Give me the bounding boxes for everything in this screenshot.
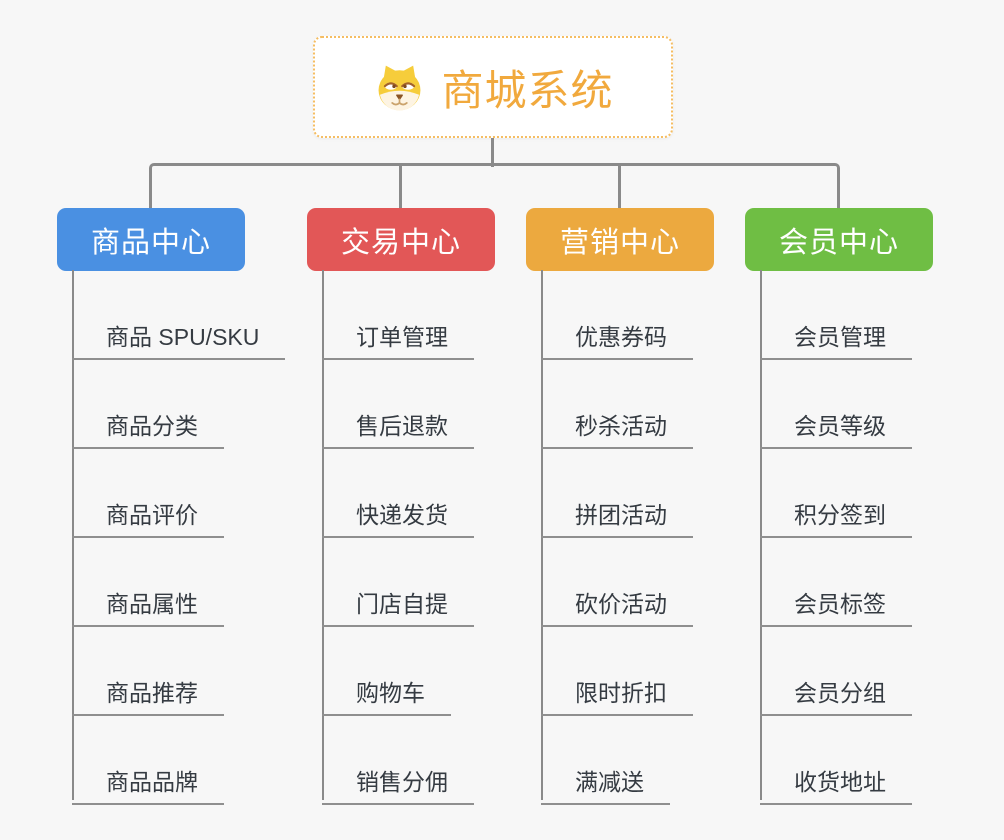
topic-node[interactable]: 销售分佣: [322, 751, 474, 805]
topic-node[interactable]: 砍价活动: [541, 573, 693, 627]
branch-node-trade-center[interactable]: 交易中心: [307, 208, 495, 271]
shiba-dog-icon: [372, 62, 427, 113]
topic-node[interactable]: 限时折扣: [541, 662, 693, 716]
topic-node[interactable]: 会员标签: [760, 573, 912, 627]
topic-node[interactable]: 会员等级: [760, 395, 912, 449]
branch-trunk-line: [322, 270, 324, 800]
topic-node[interactable]: 商品 SPU/SKU: [72, 306, 286, 360]
root-connector-stem: [491, 138, 494, 167]
topic-node[interactable]: 商品属性: [72, 573, 224, 627]
topic-node[interactable]: 售后退款: [322, 395, 474, 449]
topic-node[interactable]: 商品推荐: [72, 662, 224, 716]
connector-drop: [618, 166, 621, 208]
topic-node[interactable]: 积分签到: [760, 484, 912, 538]
branch-connector-frame: [149, 163, 840, 209]
topic-node[interactable]: 购物车: [322, 662, 451, 716]
topic-node[interactable]: 快递发货: [322, 484, 474, 538]
topic-node[interactable]: 秒杀活动: [541, 395, 693, 449]
root-node[interactable]: 商城系统: [313, 36, 673, 138]
branch-trunk-line: [72, 270, 74, 800]
topic-node[interactable]: 商品品牌: [72, 751, 224, 805]
topic-node[interactable]: 优惠券码: [541, 306, 693, 360]
topic-node[interactable]: 会员分组: [760, 662, 912, 716]
topic-node[interactable]: 商品分类: [72, 395, 224, 449]
branch-trunk-line: [541, 270, 543, 800]
topic-node[interactable]: 收货地址: [760, 751, 912, 805]
branch-node-member-center[interactable]: 会员中心: [745, 208, 933, 271]
topic-node[interactable]: 门店自提: [322, 573, 474, 627]
connector-drop: [399, 166, 402, 208]
topic-node[interactable]: 拼团活动: [541, 484, 693, 538]
branch-node-product-center[interactable]: 商品中心: [57, 208, 245, 271]
topic-node[interactable]: 商品评价: [72, 484, 224, 538]
topic-node[interactable]: 满减送: [541, 751, 670, 805]
branch-trunk-line: [760, 270, 762, 800]
topic-node[interactable]: 订单管理: [322, 306, 474, 360]
root-title: 商城系统: [441, 66, 614, 114]
branch-node-marketing-center[interactable]: 营销中心: [526, 208, 714, 271]
topic-node[interactable]: 会员管理: [760, 306, 912, 360]
